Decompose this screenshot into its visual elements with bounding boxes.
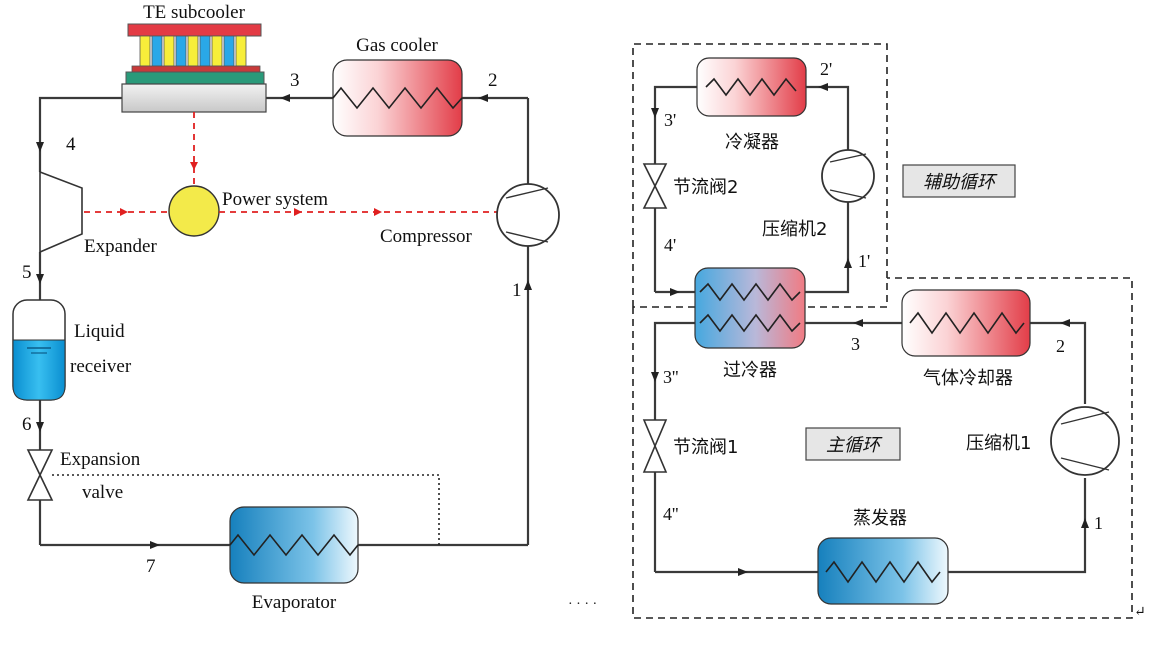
- condenser-label: 冷凝器: [725, 132, 779, 153]
- state-label-1: 1: [512, 280, 522, 301]
- state-label-1p: 1': [858, 251, 870, 271]
- state-label-3pp: 3'': [663, 367, 679, 387]
- expansion-valve: Expansion valve: [26, 449, 141, 503]
- throttle-valve-2-label: 节流阀2: [673, 177, 738, 198]
- main-cycle-label: 主循环: [826, 435, 883, 456]
- flow-arrow: [670, 288, 680, 296]
- flow-arrow: [280, 94, 290, 102]
- flow-arrow: [738, 568, 748, 576]
- flow-arrow: [1060, 319, 1070, 327]
- power-arrow: [120, 208, 128, 216]
- state-label-1: 1: [1094, 513, 1103, 533]
- state-label-2: 2: [1056, 336, 1065, 356]
- compressor-2: 压缩机2: [762, 149, 875, 240]
- power-arrow: [374, 208, 382, 216]
- liquid-receiver-label-line1: Liquid: [74, 321, 125, 342]
- return-mark: ↵: [1134, 605, 1146, 620]
- evaporator-main-label: 蒸发器: [853, 508, 907, 529]
- aux-cycle-badge: 辅助循环: [902, 164, 1016, 198]
- flow-arrow: [651, 108, 659, 118]
- expander: Expander: [39, 170, 157, 257]
- throttle-valve-2: 节流阀2: [642, 163, 738, 209]
- state-label-7: 7: [146, 556, 156, 577]
- flow-arrow: [36, 142, 44, 152]
- te-subcooler: TE subcooler: [121, 2, 267, 113]
- left-cycle: TE subcooler Gas cooler Expander Power s…: [12, 2, 560, 613]
- throttle-valve-1: 节流阀1: [642, 419, 738, 473]
- aux-cycle-label: 辅助循环: [923, 172, 998, 193]
- condenser: 冷凝器: [696, 57, 807, 153]
- evaporator-label: Evaporator: [252, 592, 337, 613]
- flow-arrow: [853, 319, 863, 327]
- evaporator: Evaporator: [229, 506, 359, 613]
- gas-cooler-main-label: 气体冷却器: [923, 368, 1013, 389]
- right-cycle: 冷凝器 节流阀2 压缩机2 过冷器 气体冷却器: [568, 43, 1146, 620]
- subcooler: 过冷器: [694, 267, 806, 381]
- flow-arrow: [36, 274, 44, 284]
- flow-arrow: [1081, 518, 1089, 528]
- state-label-4p: 4': [664, 235, 676, 255]
- state-label-4: 4: [66, 134, 76, 155]
- state-label-3p: 3': [664, 110, 676, 130]
- power-arrow: [190, 162, 198, 170]
- power-arrow: [294, 208, 302, 216]
- state-label-2: 2: [488, 70, 498, 91]
- throttle-valve-1-label: 节流阀1: [673, 437, 738, 458]
- flow-arrow: [844, 258, 852, 268]
- liquid-receiver-label-line2: receiver: [70, 356, 132, 377]
- expander-label: Expander: [84, 236, 157, 257]
- te-subcooler-label: TE subcooler: [143, 2, 246, 23]
- subcooler-label: 过冷器: [723, 360, 777, 381]
- gas-cooler-label: Gas cooler: [356, 35, 438, 56]
- state-label-3: 3: [290, 70, 300, 91]
- state-label-3: 3: [851, 334, 860, 354]
- gas-cooler: Gas cooler: [332, 35, 463, 137]
- flow-arrow: [36, 422, 44, 432]
- main-cycle-badge: 主循环: [805, 427, 901, 461]
- flow-arrow: [651, 372, 659, 382]
- flow-arrow: [478, 94, 488, 102]
- flow-arrow: [524, 280, 532, 290]
- compressor: Compressor: [380, 183, 560, 247]
- evaporator-main: 蒸发器: [817, 508, 949, 605]
- state-label-5: 5: [22, 262, 32, 283]
- expansion-valve-label-line1: Expansion: [60, 449, 141, 470]
- compressor-1-label: 压缩机1: [966, 433, 1031, 454]
- compressor-1: 压缩机1: [966, 406, 1120, 476]
- state-label-2p: 2': [820, 59, 832, 79]
- flow-arrow: [150, 541, 160, 549]
- state-label-6: 6: [22, 414, 32, 435]
- expansion-valve-label-line2: valve: [82, 482, 123, 503]
- main-cycle-boundary: [632, 277, 1133, 619]
- power-system: Power system: [168, 185, 328, 237]
- footer-dots: · · · ·: [568, 597, 597, 612]
- flow-arrow: [818, 83, 828, 91]
- power-system-label: Power system: [222, 189, 328, 210]
- liquid-receiver: Liquid receiver: [12, 299, 132, 401]
- state-label-4pp: 4'': [663, 504, 679, 524]
- compressor-label: Compressor: [380, 226, 473, 247]
- compressor-2-label: 压缩机2: [762, 219, 827, 240]
- gas-cooler-main: 气体冷却器: [901, 289, 1031, 389]
